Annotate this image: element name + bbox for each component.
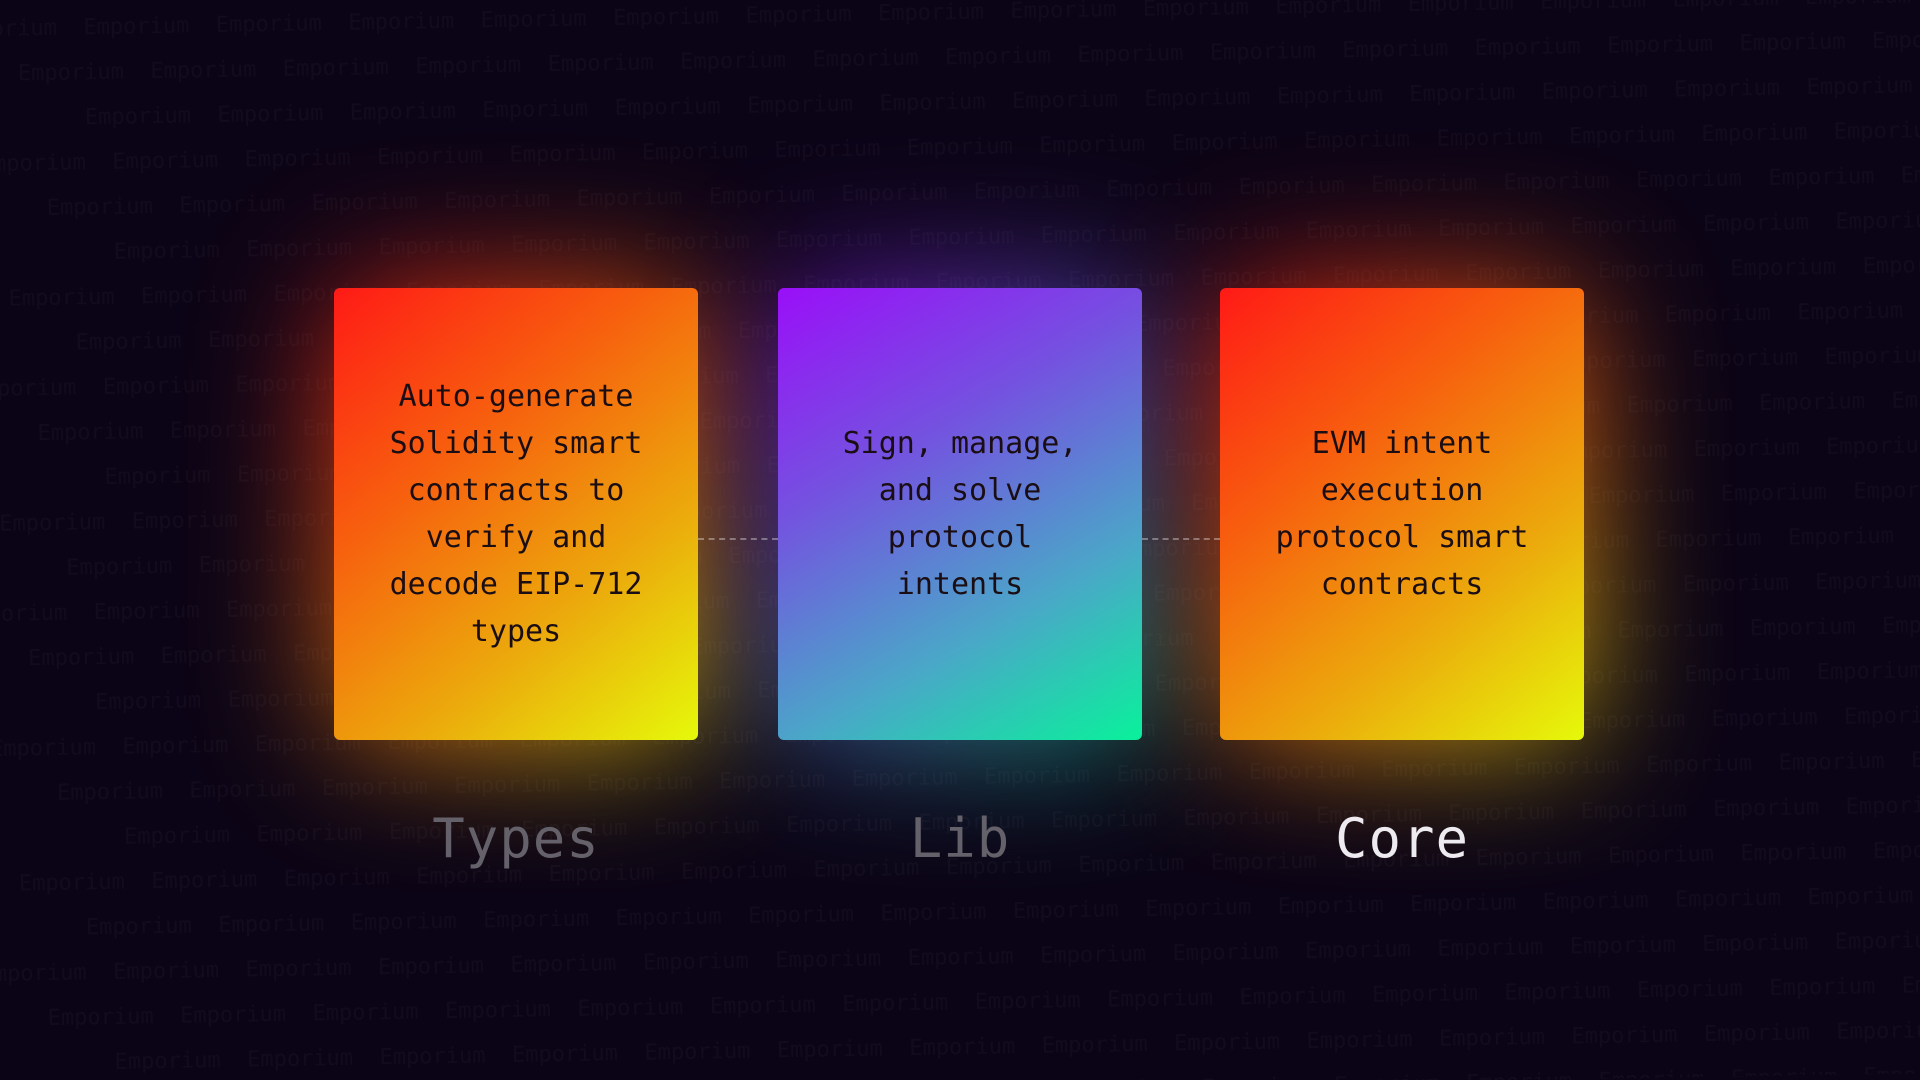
core-card[interactable]: EVM intent execution protocol smart cont…	[1220, 288, 1584, 740]
types-card[interactable]: Auto-generate Solidity smart contracts t…	[334, 288, 698, 740]
core-card-description: EVM intent execution protocol smart cont…	[1275, 426, 1529, 602]
tab-core[interactable]: Core	[1334, 807, 1470, 870]
types-card-description: Auto-generate Solidity smart contracts t…	[389, 379, 643, 649]
lib-card[interactable]: Sign, manage, and solve protocol intents	[778, 288, 1142, 740]
lib-card-description: Sign, manage, and solve protocol intents	[842, 426, 1078, 602]
tab-types[interactable]: Types	[432, 807, 600, 870]
tab-lib[interactable]: Lib	[909, 807, 1011, 870]
types-lib-connector	[698, 538, 778, 540]
lib-core-connector	[1142, 538, 1220, 540]
